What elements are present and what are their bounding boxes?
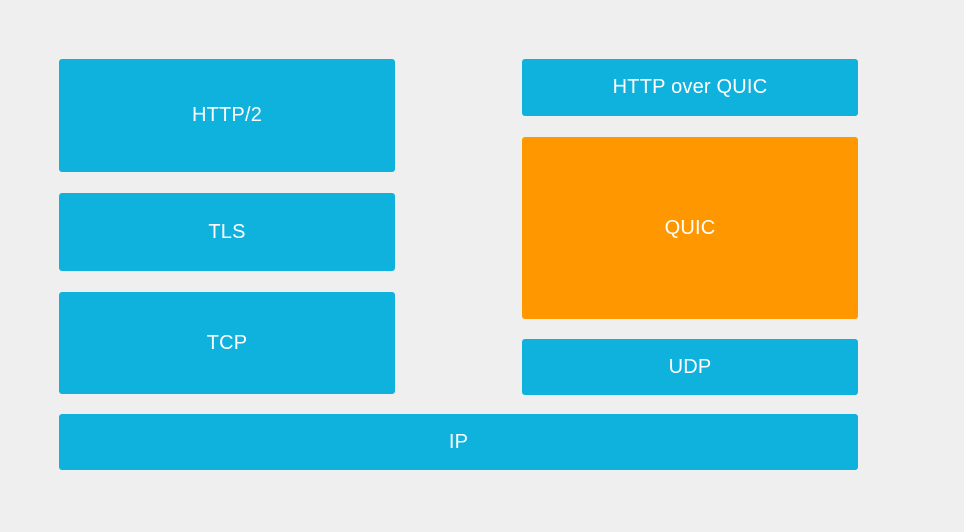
ip-layer: IP xyxy=(59,414,858,470)
http2-label: HTTP/2 xyxy=(191,104,263,126)
tls-layer: TLS xyxy=(59,193,395,271)
http-over-quic-label: HTTP over QUIC xyxy=(612,76,768,98)
http2-layer: HTTP/2 xyxy=(59,59,395,172)
tcp-label: TCP xyxy=(206,331,248,354)
tcp-layer: TCP xyxy=(59,292,395,394)
http-over-quic-layer: HTTP over QUIC xyxy=(522,59,858,116)
udp-layer: UDP xyxy=(522,339,858,395)
quic-label: QUIC xyxy=(664,216,716,239)
quic-layer: QUIC xyxy=(522,137,858,319)
ip-label: IP xyxy=(448,430,469,453)
udp-label: UDP xyxy=(668,355,712,378)
tls-label: TLS xyxy=(208,220,246,243)
